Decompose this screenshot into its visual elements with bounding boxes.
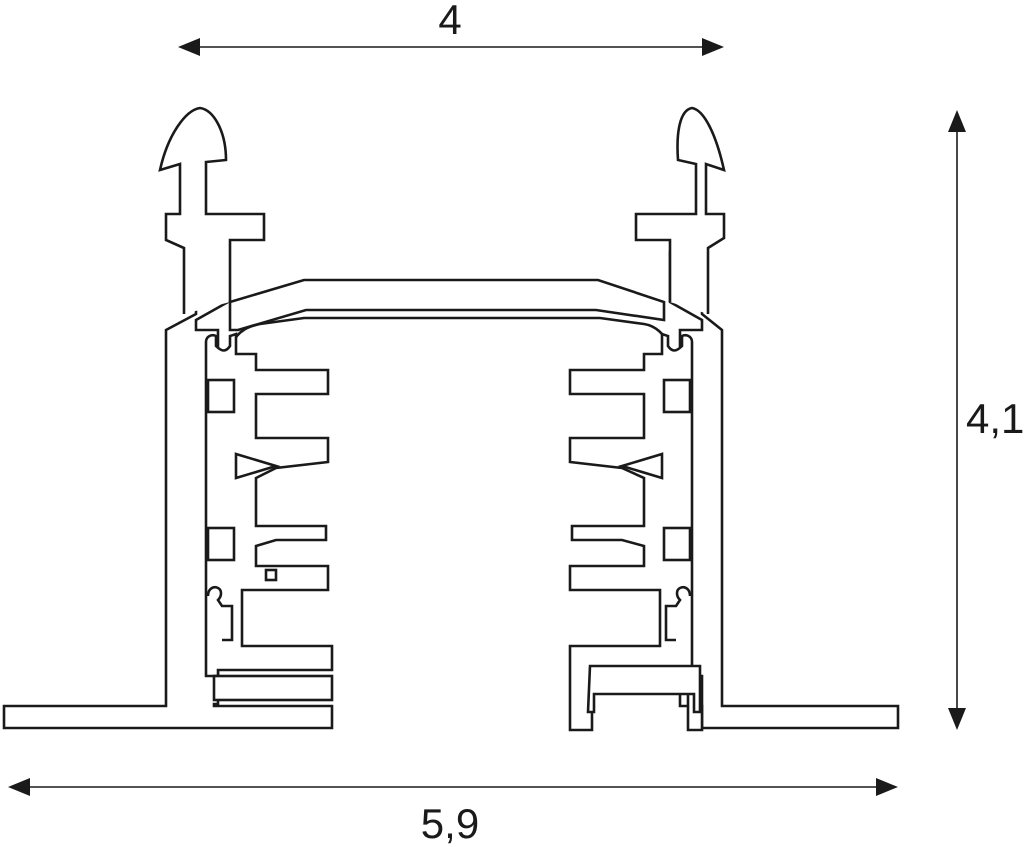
profile-right-half: [568, 106, 900, 732]
right-flange-wall: [668, 250, 900, 730]
dimension-vertical-label: 4,1: [966, 395, 1024, 442]
right-slot-upper: [662, 378, 692, 414]
arrowhead-left: [178, 38, 200, 56]
left-grip-curl: [206, 585, 234, 642]
arrowhead-right: [702, 38, 724, 56]
right-contact-tooth: [617, 452, 664, 480]
top-cover-plate: [228, 278, 666, 332]
right-slot-lower: [662, 526, 692, 562]
arrowhead-right: [876, 778, 898, 796]
dimension-top-label: 4: [438, 0, 461, 43]
dimension-overall-width: 5,9: [8, 778, 898, 847]
left-bottom-tab: [212, 674, 334, 702]
top-cover-inner-line: [230, 316, 670, 345]
arrowhead-left: [8, 778, 30, 796]
left-contact-tooth: [234, 452, 281, 480]
left-slot-lower: [206, 526, 236, 562]
arrowhead-up: [948, 110, 966, 132]
right-inner-wall: [568, 332, 704, 732]
left-slot-upper: [206, 378, 236, 414]
right-clip-stem: [634, 106, 726, 314]
dimension-bottom-label: 5,9: [421, 800, 479, 847]
profile-left-half: [2, 106, 670, 730]
left-flange-wall: [2, 250, 334, 730]
dimension-top-width: 4: [178, 0, 724, 56]
right-bottom-channel: [586, 664, 702, 714]
left-clip-stem: [158, 106, 266, 314]
right-grip-curl: [664, 585, 692, 642]
arrowhead-down: [948, 708, 966, 730]
dimension-overall-height: 4,1: [948, 110, 1024, 730]
left-inner-wall: [204, 332, 334, 678]
left-small-square: [264, 568, 278, 582]
